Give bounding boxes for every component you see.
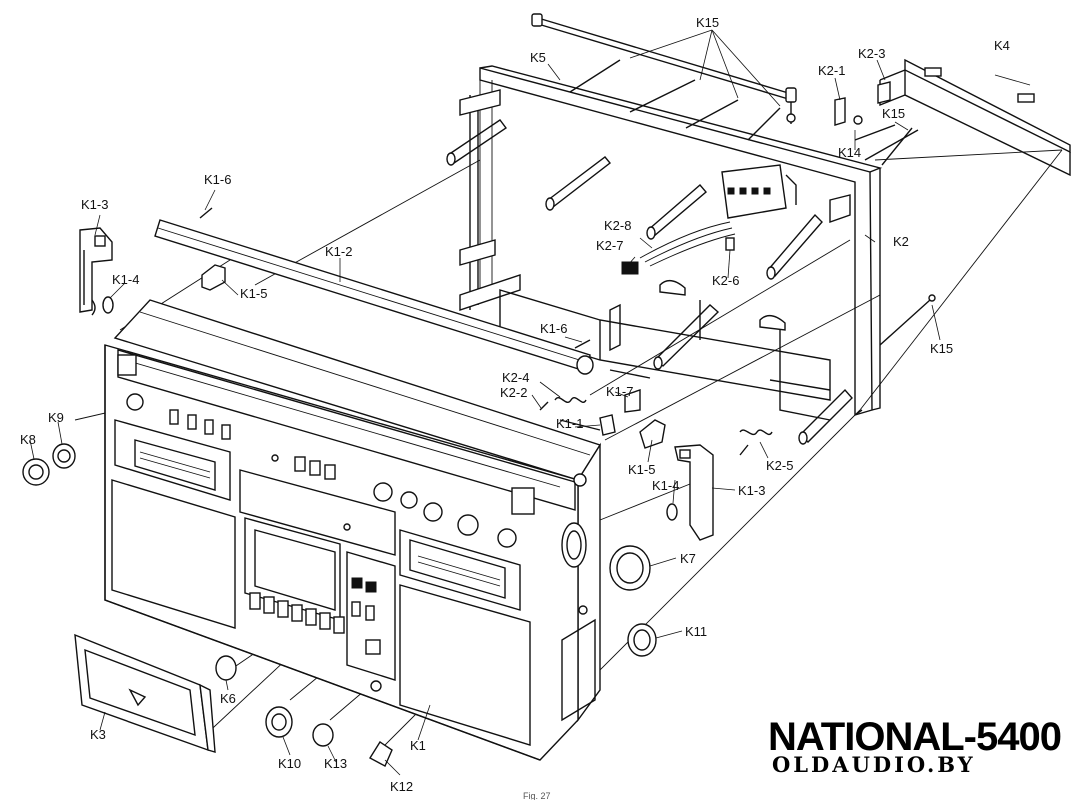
rear-cabinet-k2 <box>446 65 891 456</box>
label-k1-7: K1-7 <box>606 384 633 399</box>
label-k8: K8 <box>20 432 36 447</box>
screw-top-k1-6 <box>199 207 213 219</box>
label-k10: K10 <box>278 756 301 771</box>
clip-left-k1-5 <box>201 264 226 291</box>
label-k4: K4 <box>994 38 1010 53</box>
label-k1-2: K1-2 <box>325 244 352 259</box>
spring-k2-4 <box>554 397 587 403</box>
label-k15-top: K15 <box>696 15 719 30</box>
label-k2-4: K2-4 <box>502 370 529 385</box>
center-transport-buttons <box>249 592 345 634</box>
washer-left-k1-4 <box>102 296 114 314</box>
screws-k15 <box>569 59 936 346</box>
watermark-site: OLDAUDIO.BY <box>772 752 976 777</box>
front-cabinet-k1 <box>104 299 602 761</box>
carry-handle-k1-2 <box>154 219 594 375</box>
label-k6: K6 <box>220 691 236 706</box>
label-k2: K2 <box>893 234 909 249</box>
label-k1-3-right: K1-3 <box>738 483 765 498</box>
terminal-block-contacts <box>727 187 771 195</box>
knob-k9 <box>52 443 76 469</box>
label-k15-right: K15 <box>882 106 905 121</box>
watermark-title: NATIONAL-5400 <box>768 715 1061 759</box>
label-k2-1: K2-1 <box>818 63 845 78</box>
knob-k13 <box>312 723 334 747</box>
battery-cover-k3 <box>74 633 216 753</box>
label-k2-7: K2-7 <box>596 238 623 253</box>
back-cover-strip-k4 <box>879 58 1071 177</box>
label-k1-5-left: K1-5 <box>240 286 267 301</box>
knob-k12 <box>369 741 393 767</box>
clip-right-k1-5 <box>639 419 666 449</box>
label-k1-3-left: K1-3 <box>81 197 108 212</box>
knob-k10 <box>265 706 293 738</box>
label-k1-1: K1-1 <box>556 416 583 431</box>
knob-k6 <box>215 655 237 681</box>
handle-bracket-right-k1-3 <box>674 444 714 541</box>
part-labels: K15 K5 K2-3 K4 K2-1 K15 K14 K1-6 K1-3 K1… <box>20 15 1010 794</box>
screw-k2-2 <box>539 401 549 411</box>
label-k2-3: K2-3 <box>858 46 885 61</box>
label-k7: K7 <box>680 551 696 566</box>
knob-k8 <box>22 458 50 486</box>
leader-lines <box>29 29 1031 776</box>
label-k15-lower: K15 <box>930 341 953 356</box>
label-k1-4-right: K1-4 <box>652 478 679 493</box>
knob-k11 <box>627 623 657 657</box>
washer-right-k1-4 <box>666 503 678 521</box>
label-k2-6: K2-6 <box>712 273 739 288</box>
antenna-k5 <box>531 13 797 124</box>
label-k3: K3 <box>90 727 106 742</box>
label-k5: K5 <box>530 50 546 65</box>
watermark: NATIONAL-5400 OLDAUDIO.BY <box>768 715 1062 777</box>
label-k2-5: K2-5 <box>766 458 793 473</box>
label-k11: K11 <box>685 624 707 639</box>
label-k1-6-mid: K1-6 <box>540 321 567 336</box>
label-k2-8: K2-8 <box>604 218 631 233</box>
label-k12: K12 <box>390 779 413 794</box>
label-k14: K14 <box>838 145 861 160</box>
bracket-k1-7 <box>624 389 641 413</box>
screw-mid-k1-6 <box>574 339 591 349</box>
label-k1-6-top: K1-6 <box>204 172 231 187</box>
figure-caption: Fig. 27 <box>523 791 551 800</box>
label-k1: K1 <box>410 738 426 753</box>
label-k13: K13 <box>324 756 347 771</box>
label-k9: K9 <box>48 410 64 425</box>
label-k1-4-left: K1-4 <box>112 272 139 287</box>
knob-k7 <box>609 545 651 591</box>
label-k1-5-right: K1-5 <box>628 462 655 477</box>
part-k1-1 <box>599 414 616 436</box>
handle-bracket-left-k1-3 <box>79 227 113 316</box>
label-k2-2: K2-2 <box>500 385 527 400</box>
